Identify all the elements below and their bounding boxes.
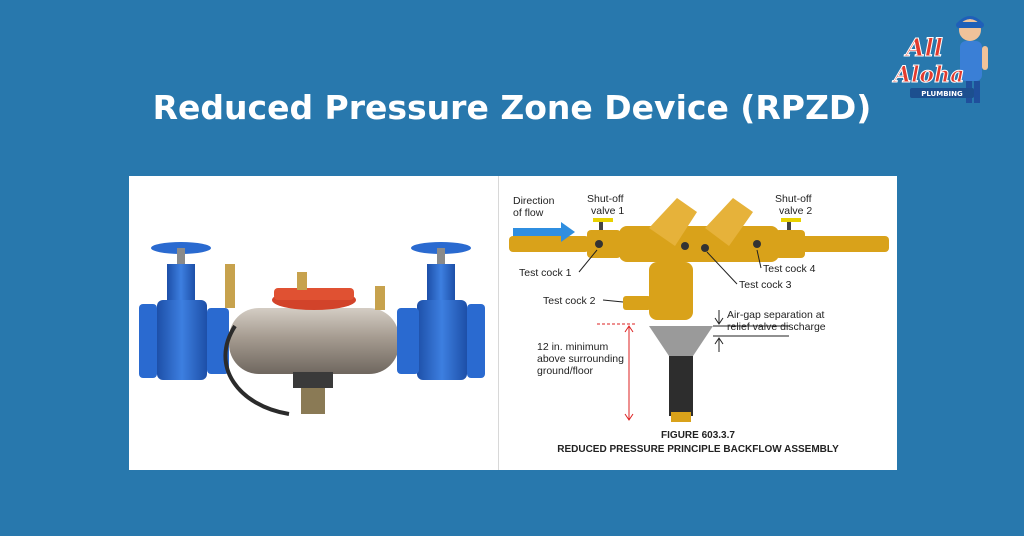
- drain-funnel-icon: [649, 326, 713, 356]
- company-logo: All Aloha PLUMBING: [892, 16, 988, 103]
- figure-number: FIGURE 603.3.7: [661, 430, 735, 441]
- minimum-label-2: above surrounding: [537, 353, 624, 365]
- minimum-label-1: 12 in. minimum: [537, 341, 608, 353]
- airgap-label-1: Air-gap separation at: [727, 309, 825, 321]
- logo-text-aloha: Aloha: [892, 62, 964, 88]
- shutoff2-label-1: Shut-off: [775, 193, 812, 205]
- shutoff1-label-2: valve 1: [591, 205, 624, 217]
- direction-label-1: Direction: [513, 195, 555, 207]
- shutoff-valve-2-icon: [775, 230, 805, 258]
- test-cock-4-label: Test cock 4: [763, 263, 816, 275]
- plumber-mascot-icon: [956, 16, 988, 103]
- figure-caption: REDUCED PRESSURE PRINCIPLE BACKFLOW ASSE…: [557, 444, 839, 455]
- assembly-body-icon: [595, 198, 779, 320]
- page-title: Reduced Pressure Zone Device (RPZD): [152, 88, 872, 127]
- relief-valve-body-icon: [223, 264, 399, 416]
- logo-text-all: All: [904, 33, 943, 62]
- direction-label-2: of flow: [513, 207, 544, 219]
- shutoff1-label-1: Shut-off: [587, 193, 624, 205]
- test-cock-1-label: Test cock 1: [519, 267, 572, 279]
- flow-arrow-icon: [513, 222, 575, 242]
- airgap-label-2: relief valve discharge: [727, 321, 826, 333]
- rpz-device-photo: [139, 242, 485, 416]
- outlet-pipe-icon: [799, 236, 889, 252]
- minimum-label-3: ground/floor: [537, 365, 594, 377]
- logo-text-plumbing: PLUMBING: [921, 90, 963, 98]
- test-cock-2-label: Test cock 2: [543, 295, 596, 307]
- drain-pipe-icon: [669, 356, 693, 416]
- inlet-pipe-icon: [509, 236, 589, 252]
- test-cock-3-label: Test cock 3: [739, 279, 792, 291]
- right-gate-valve-icon: [397, 242, 485, 380]
- left-gate-valve-icon: [139, 242, 229, 380]
- panel-divider: [498, 176, 499, 470]
- backflow-assembly-diagram: Direction of flow Shut-off valve 1 Shut-…: [509, 193, 889, 455]
- image-panel: Direction of flow Shut-off valve 1 Shut-…: [129, 176, 897, 470]
- shutoff2-label-2: valve 2: [779, 205, 812, 217]
- shutoff-valve-1-icon: [587, 230, 621, 258]
